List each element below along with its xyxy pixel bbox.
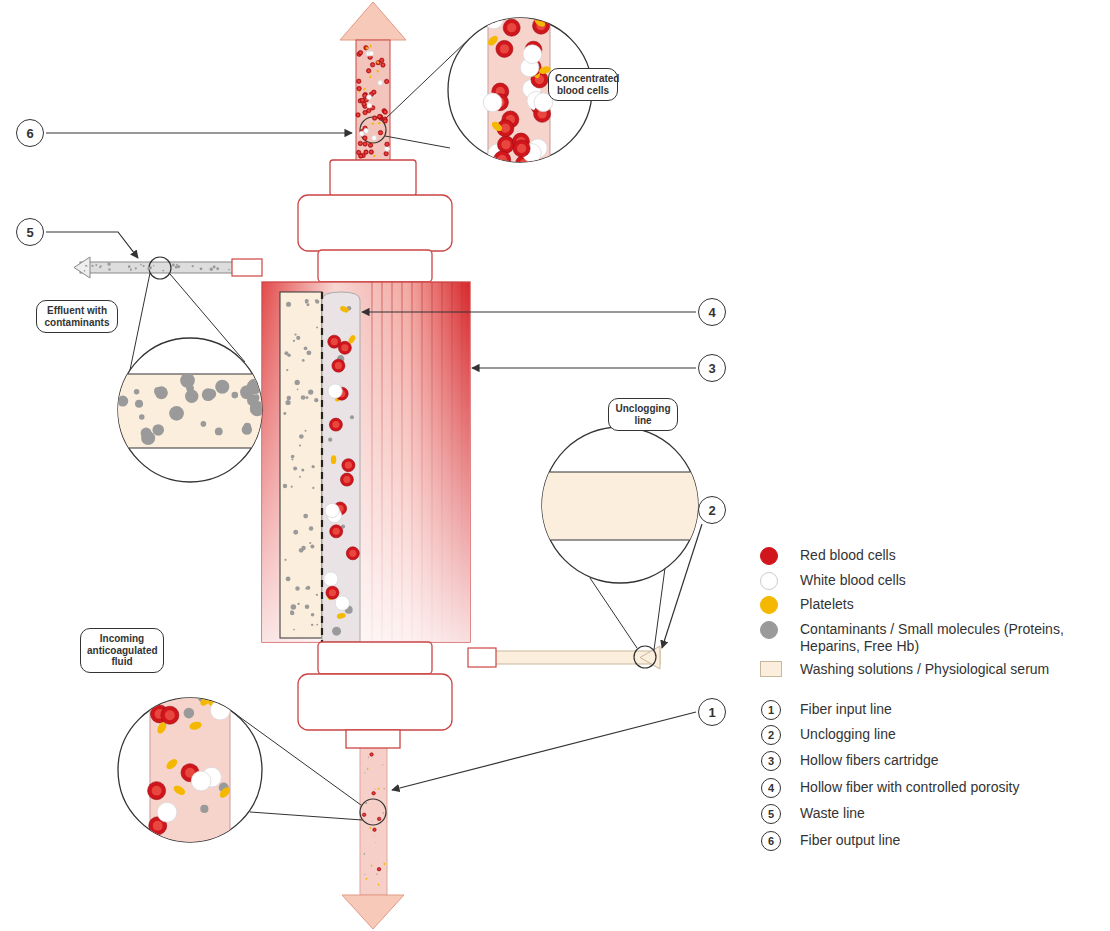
callout-number: 1 xyxy=(698,698,726,726)
legend-number: 1 xyxy=(761,700,781,720)
legend-number: 6 xyxy=(761,831,781,851)
callout-number: 4 xyxy=(698,298,726,326)
legend-text: Contaminants / Small molecules (Proteins… xyxy=(800,621,1090,655)
callout-number: 3 xyxy=(698,354,726,382)
bubble-text: Incoming anticoagulated fluid xyxy=(87,633,157,668)
callout-number: 6 xyxy=(16,119,44,147)
callout-text: 1 xyxy=(708,705,715,720)
legend-text: Platelets xyxy=(800,596,1090,613)
legend-text: Red blood cells xyxy=(800,547,1090,564)
legend-text: White blood cells xyxy=(800,572,1090,589)
callout-number: 5 xyxy=(16,218,44,246)
callout-text: 3 xyxy=(708,361,715,376)
legend-number: 3 xyxy=(761,751,781,771)
callout-number: 2 xyxy=(698,496,726,524)
callout-text: 5 xyxy=(26,225,33,240)
bubble-text: Concentrated blood cells xyxy=(555,73,611,96)
legend-swatch xyxy=(760,661,782,677)
legend-swatch xyxy=(760,621,778,639)
callout-bubble: Concentrated blood cells xyxy=(548,68,618,101)
callout-text: 2 xyxy=(708,503,715,518)
legend-swatch xyxy=(760,572,778,590)
legend-text: Waste line xyxy=(800,805,1090,822)
legend-text: Hollow fiber with controlled porosity xyxy=(800,779,1090,796)
callout-bubble: Incoming anticoagulated fluid xyxy=(80,628,164,673)
callout-text: 4 xyxy=(708,305,715,320)
legend-number: 4 xyxy=(761,778,781,798)
legend-text: Unclogging line xyxy=(800,726,1090,743)
callout-bubble: Unclogging line xyxy=(608,398,678,431)
legend-text: Washing solutions / Physiological serum xyxy=(800,661,1090,678)
bubble-text: Effluent with contaminants xyxy=(43,305,111,328)
legend-text: Fiber input line xyxy=(800,701,1090,718)
legend-text: Fiber output line xyxy=(800,832,1090,849)
callout-text: 6 xyxy=(26,126,33,141)
bubble-text: Unclogging line xyxy=(615,403,671,426)
legend-number: 2 xyxy=(761,725,781,745)
legend-number: 5 xyxy=(761,804,781,824)
legend-swatch xyxy=(760,547,778,565)
legend-swatch xyxy=(760,596,778,614)
legend-text: Hollow fibers cartridge xyxy=(800,752,1090,769)
callout-bubble: Effluent with contaminants xyxy=(36,300,118,333)
